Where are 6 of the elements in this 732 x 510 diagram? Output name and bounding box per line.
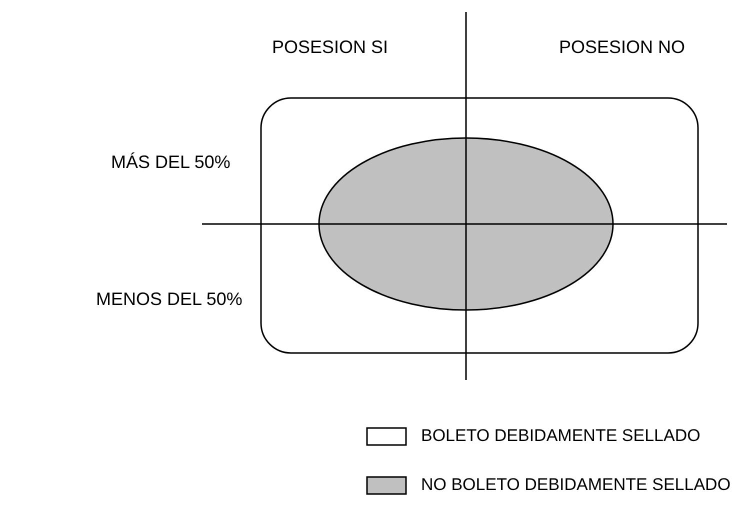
- axis-label: MÁS DEL 50%: [111, 151, 230, 173]
- legend-label: NO BOLETO DEBIDAMENTE SELLADO: [421, 474, 731, 496]
- axis-label: POSESION NO: [559, 36, 686, 58]
- axis-label: POSESION SI: [272, 36, 388, 58]
- axis-label: MENOS DEL 50%: [96, 288, 242, 310]
- legend-label: BOLETO DEBIDAMENTE SELLADO: [421, 425, 700, 447]
